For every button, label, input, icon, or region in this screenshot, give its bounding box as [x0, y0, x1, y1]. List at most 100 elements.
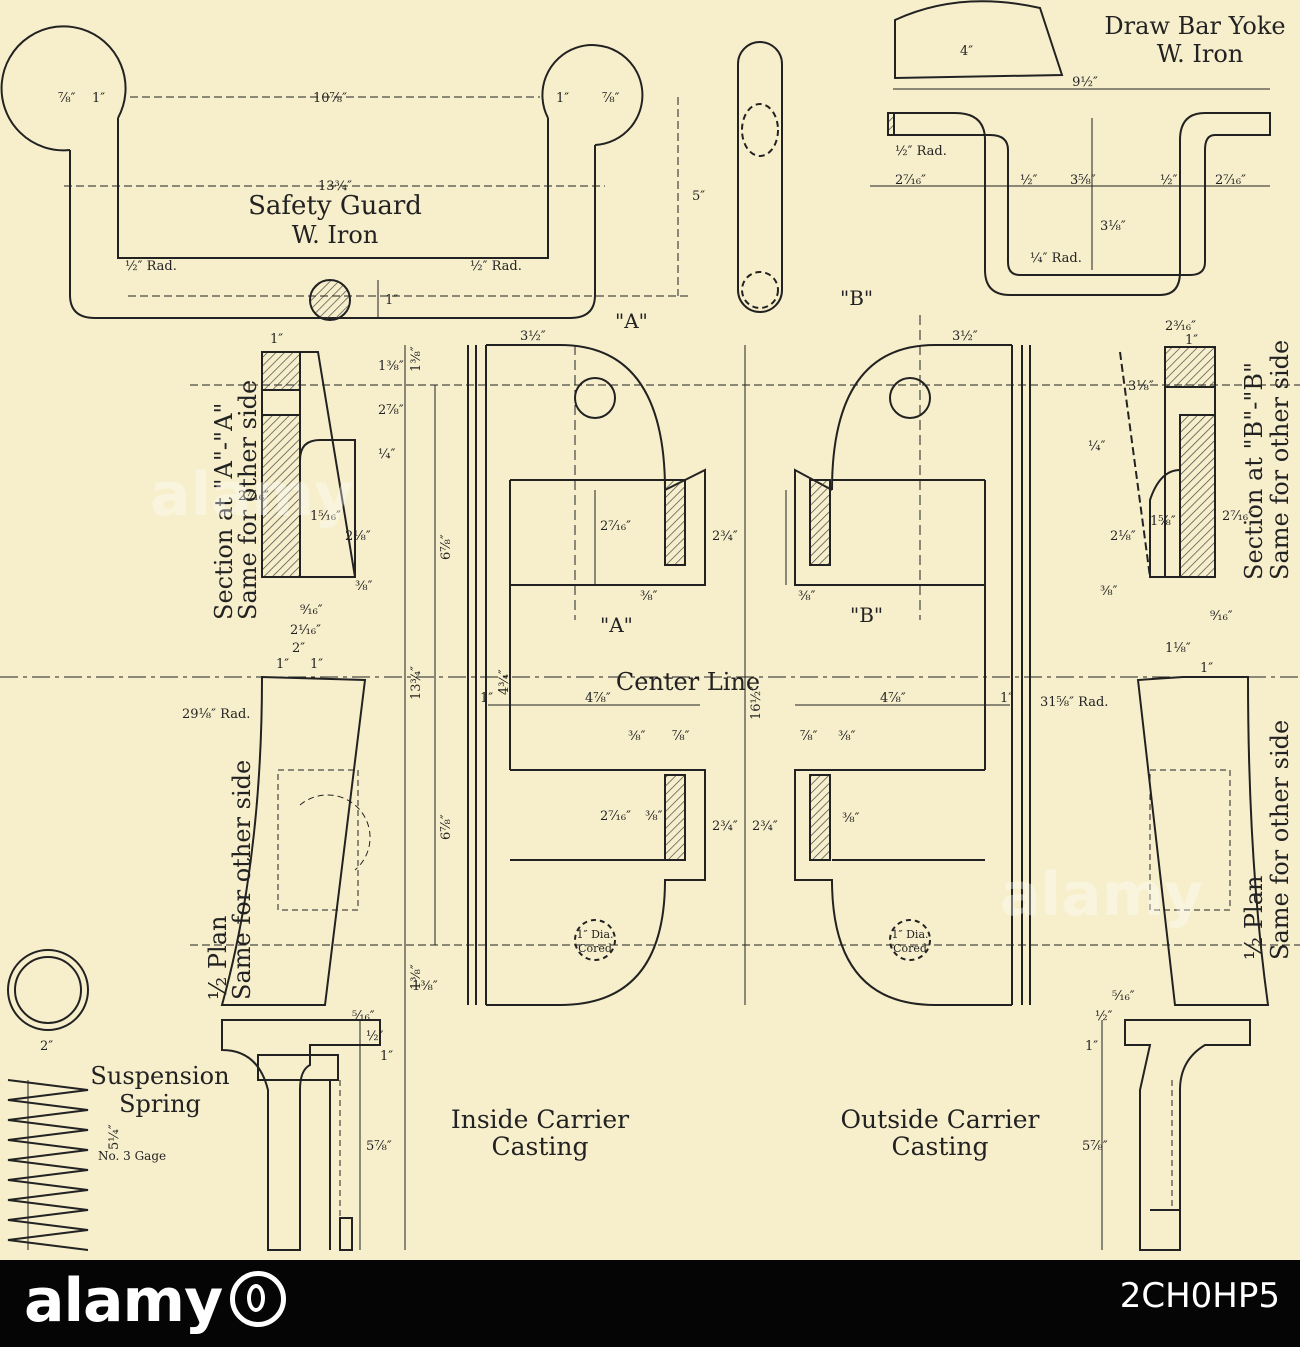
safety-guard-outline	[0, 25, 644, 321]
safety-guard-dims	[64, 96, 690, 318]
spring-title2: Spring	[119, 1090, 201, 1118]
safety-guard-span-dim: 10⅞″	[313, 91, 347, 106]
image-code: 2CH0HP5	[1119, 1276, 1280, 1316]
safety-guard-dim-78b: ⅞″	[602, 91, 620, 106]
draw-bar-yoke-dim-c: 3⅝″	[1070, 173, 1096, 188]
outside-carrier-dim-3: 1″	[1000, 691, 1013, 706]
outside-carrier-dim-4: ⅞″	[800, 729, 818, 744]
overall-len1: 16½″	[749, 686, 764, 720]
overall-len2: 13¾″	[409, 666, 424, 700]
safety-guard-rad-left: ½″ Rad.	[125, 259, 177, 274]
inside-carrier-dim-10: ⅜″	[645, 809, 663, 824]
plan-right-dim-0: 1⅛″	[1165, 641, 1191, 656]
plan-left-dim-2: 1″	[310, 657, 323, 672]
overall-top: 1⅜″	[409, 346, 424, 372]
label-b-bottom: "B"	[850, 603, 883, 627]
plan-left-title: ½ Plan	[204, 916, 232, 1000]
plan-left-rad: 29⅛″ Rad.	[182, 707, 250, 722]
plan-left-outline	[220, 675, 371, 1006]
overall-lower: 6⅞″	[439, 814, 454, 840]
outside-carrier-dim-5: ⅜″	[838, 729, 856, 744]
plan-left-dim-1: 1″	[276, 657, 289, 672]
alamy-logo-icon	[230, 1271, 287, 1327]
section-a-outline	[261, 351, 356, 578]
plan-left-dim-3: 1⅜″	[412, 979, 438, 994]
plan-right-dim-4: 1″	[1085, 1039, 1098, 1054]
plan-right-rad: 31⅝″ Rad.	[1040, 695, 1108, 710]
inside-carrier-title: Inside Carrier	[451, 1105, 629, 1134]
inside-carrier-dim-4: 4⅞″	[585, 691, 611, 706]
section-a-note: Same for other side	[234, 380, 262, 620]
inside-carrier-dim-9: 2¾″	[712, 819, 738, 834]
section-a-dim-0: 1″	[270, 332, 283, 347]
spring-len: 5¼″	[107, 1124, 122, 1150]
section-a-dim-5: 1⁵⁄₁₆″	[310, 509, 341, 524]
section-b-dim-1: 1″	[1185, 333, 1198, 348]
safety-guard-dim-78a: ⅞″	[58, 91, 76, 106]
outside-carrier-dim-6: 2¾″	[752, 819, 778, 834]
safety-guard-dim-1b: 1″	[556, 91, 569, 106]
label-a-top: "A"	[615, 309, 648, 333]
overall-bottom: 1⅜″	[409, 964, 424, 990]
draw-bar-yoke-depth-dim: 3⅛″	[1100, 219, 1126, 234]
safety-guard-material: W. Iron	[292, 221, 379, 249]
plan-right-dim-3: ⁵⁄₁₆″	[1112, 989, 1135, 1004]
inside-carrier-cored2: Cored	[578, 942, 612, 955]
outside-carrier-dim-1: ⅜″	[798, 589, 816, 604]
draw-bar-yoke-title: Draw Bar Yoke	[1104, 12, 1285, 40]
outside-carrier-title2: Casting	[891, 1132, 988, 1161]
brand-text: alamy	[24, 1266, 223, 1336]
brand-logo: alamy	[24, 1266, 287, 1336]
inside-carrier-dim-6: ⅜″	[628, 729, 646, 744]
section-a-dim-8: ⁹⁄₁₆″	[300, 603, 323, 618]
draw-bar-yoke-dim-4: 4″	[960, 44, 973, 59]
inside-carrier-dim-5: 1″	[480, 691, 493, 706]
outside-carrier-dim-2: 4⅞″	[880, 691, 906, 706]
engineering-drawing: Safety Guard W. Iron 10⅞″ 13¾″ 5″ 1″ 1″ …	[0, 0, 1300, 1251]
draw-bar-yoke-outline	[887, 0, 1271, 296]
section-b-dim-8: ⁹⁄₁₆″	[1210, 609, 1233, 624]
outside-carrier-title: Outside Carrier	[841, 1105, 1040, 1134]
plan-left-dim-7: 5⅞″	[366, 1139, 392, 1154]
inside-carrier-title2: Casting	[491, 1132, 588, 1161]
outside-carrier-cored: 1″ Dia.	[892, 928, 929, 941]
label-b-top: "B"	[840, 286, 873, 310]
safety-guard-rad-right: ½″ Rad.	[470, 259, 522, 274]
suspension-spring	[7, 949, 89, 1251]
plan-left-dim-6: 1″	[380, 1049, 393, 1064]
draw-bar-yoke-dims	[870, 88, 1270, 270]
lower-carrier-left	[221, 1019, 381, 1251]
draw-bar-yoke-dim-b: ½″	[1020, 173, 1038, 188]
section-a-title: Section at "A"-"A"	[210, 403, 238, 620]
section-a-dim-2: 2⅞″	[378, 403, 404, 418]
center-line-label: Center Line	[616, 668, 760, 696]
safety-guard-dim-1a: 1″	[92, 91, 105, 106]
section-b-dim-4: 1⅝″	[1150, 514, 1176, 529]
safety-guard-title: Safety Guard	[248, 191, 422, 221]
link-pill	[737, 41, 783, 313]
safety-guard-overall-dim: 13¾″	[318, 179, 352, 194]
drawing-sheet: Safety Guard W. Iron 10⅞″ 13¾″ 5″ 1″ 1″ …	[0, 0, 1300, 1260]
inside-carrier-dim-1: 2⁷⁄₁₆″	[600, 519, 631, 534]
draw-bar-yoke-rad-bottom: ¼″ Rad.	[1030, 251, 1082, 266]
section-a-dim-7: ⅜″	[355, 579, 373, 594]
overall-upper: 6⅞″	[439, 534, 454, 560]
outside-carrier-dim-7: ⅜″	[842, 811, 860, 826]
section-b-note: Same for other side	[1266, 340, 1294, 580]
draw-bar-yoke-dim-d: ½″	[1160, 173, 1178, 188]
dimension-lines	[0, 315, 1300, 1250]
inside-carrier-dim-0: 3½″	[520, 329, 546, 344]
draw-bar-yoke-dim-a: 2⁷⁄₁₆″	[895, 173, 926, 188]
plan-right-dim-5: 5⅞″	[1082, 1139, 1108, 1154]
plan-left-dim-4: ⁵⁄₁₆″	[352, 1009, 375, 1024]
draw-bar-yoke-overall-dim: 9½″	[1072, 75, 1098, 90]
plan-left-note: Same for other side	[228, 760, 256, 1000]
draw-bar-yoke-dim-e: 2⁷⁄₁₆″	[1215, 173, 1246, 188]
draw-bar-yoke-rad-top: ½″ Rad.	[895, 144, 947, 159]
section-b-dim-5: 2⅛″	[1110, 529, 1136, 544]
spring-title: Suspension	[90, 1062, 229, 1090]
safety-guard-height-dim: 5″	[692, 189, 705, 204]
inside-carrier-dim-2: 2¾″	[712, 529, 738, 544]
plan-right-dim-1: 1″	[1200, 661, 1213, 676]
section-b-dim-0: 2³⁄₁₆″	[1165, 319, 1196, 334]
